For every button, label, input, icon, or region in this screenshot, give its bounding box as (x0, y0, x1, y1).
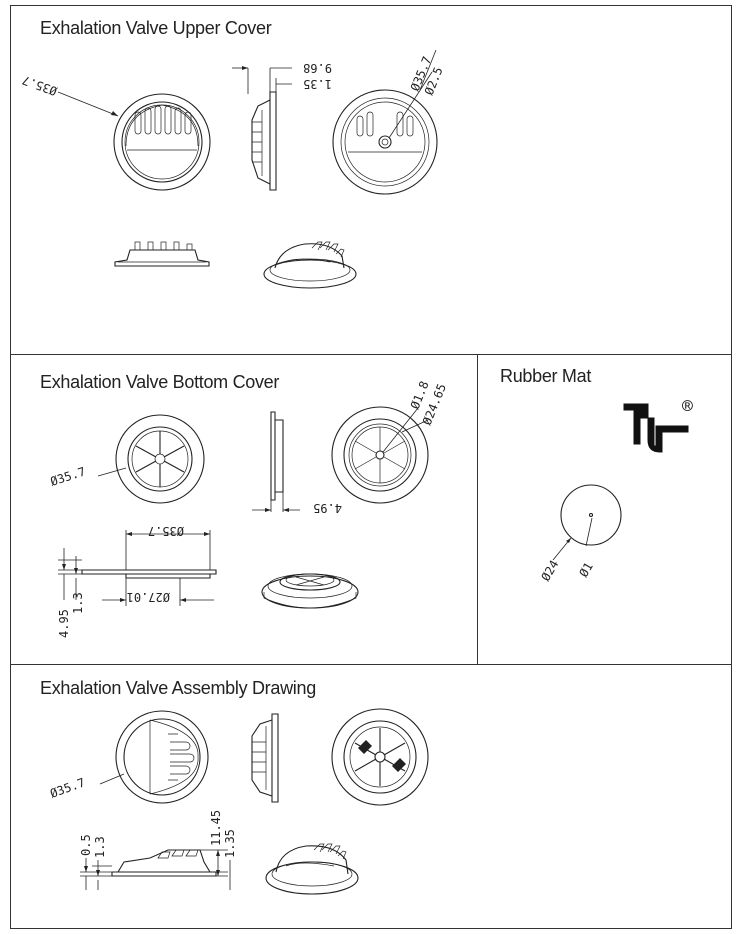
upper-cover-title: Exhalation Valve Upper Cover (40, 18, 272, 38)
assembly-front-view (99, 710, 209, 804)
bottom-front-dia: Ø35.7 (49, 464, 88, 488)
bottom-side-view (252, 411, 300, 512)
assembly-h-c: 11.45 (209, 810, 223, 846)
bottom-back-view (331, 406, 429, 504)
upper-iso-view (263, 241, 357, 289)
rubber-mat-title: Rubber Mat (500, 366, 592, 386)
rubber-mat-outer: Ø24 (538, 558, 561, 584)
rubber-mat-mark: ® (682, 396, 693, 417)
assembly-h-a: 0.5 (79, 834, 93, 856)
upper-back-view (332, 49, 438, 195)
assembly-h-b: 1.3 (93, 836, 107, 858)
bottom-sec-bot-dia: Ø27.01 (127, 590, 170, 604)
rubber-mat-inner: Ø1 (576, 560, 595, 580)
bottom-iso-view (261, 573, 359, 609)
upper-section-view (114, 241, 210, 267)
assembly-h-d: 1.35 (223, 829, 237, 858)
panel-bottom-cover (10, 354, 478, 665)
bottom-front-view (97, 414, 205, 504)
upper-front-dia: Ø35.7 (20, 73, 59, 99)
assembly-side-view (251, 713, 279, 803)
rubber-mat-disc (552, 484, 622, 561)
assembly-back-view (331, 708, 429, 806)
bottom-cover-title: Exhalation Valve Bottom Cover (40, 372, 280, 392)
bottom-section-view (58, 530, 217, 606)
upper-side-t1: 9.68 (303, 61, 332, 75)
assembly-iso-view (265, 843, 359, 895)
bottom-sec-top-dia: Ø35.7 (148, 524, 184, 538)
rubber-mat-profile (623, 403, 689, 453)
bottom-side-t: 4.95 (313, 501, 342, 515)
assembly-title: Exhalation Valve Assembly Drawing (40, 678, 316, 698)
bottom-h1: 4.95 (57, 609, 71, 638)
panel-assembly (10, 664, 732, 929)
upper-side-t2: 1.35 (303, 77, 332, 91)
assembly-section-view (80, 849, 231, 890)
upper-side-view (232, 66, 292, 191)
bottom-h2: 1.3 (71, 592, 85, 614)
upper-front-view (57, 91, 211, 191)
assembly-front-dia: Ø35.7 (48, 775, 87, 801)
panel-upper-cover (10, 5, 732, 355)
